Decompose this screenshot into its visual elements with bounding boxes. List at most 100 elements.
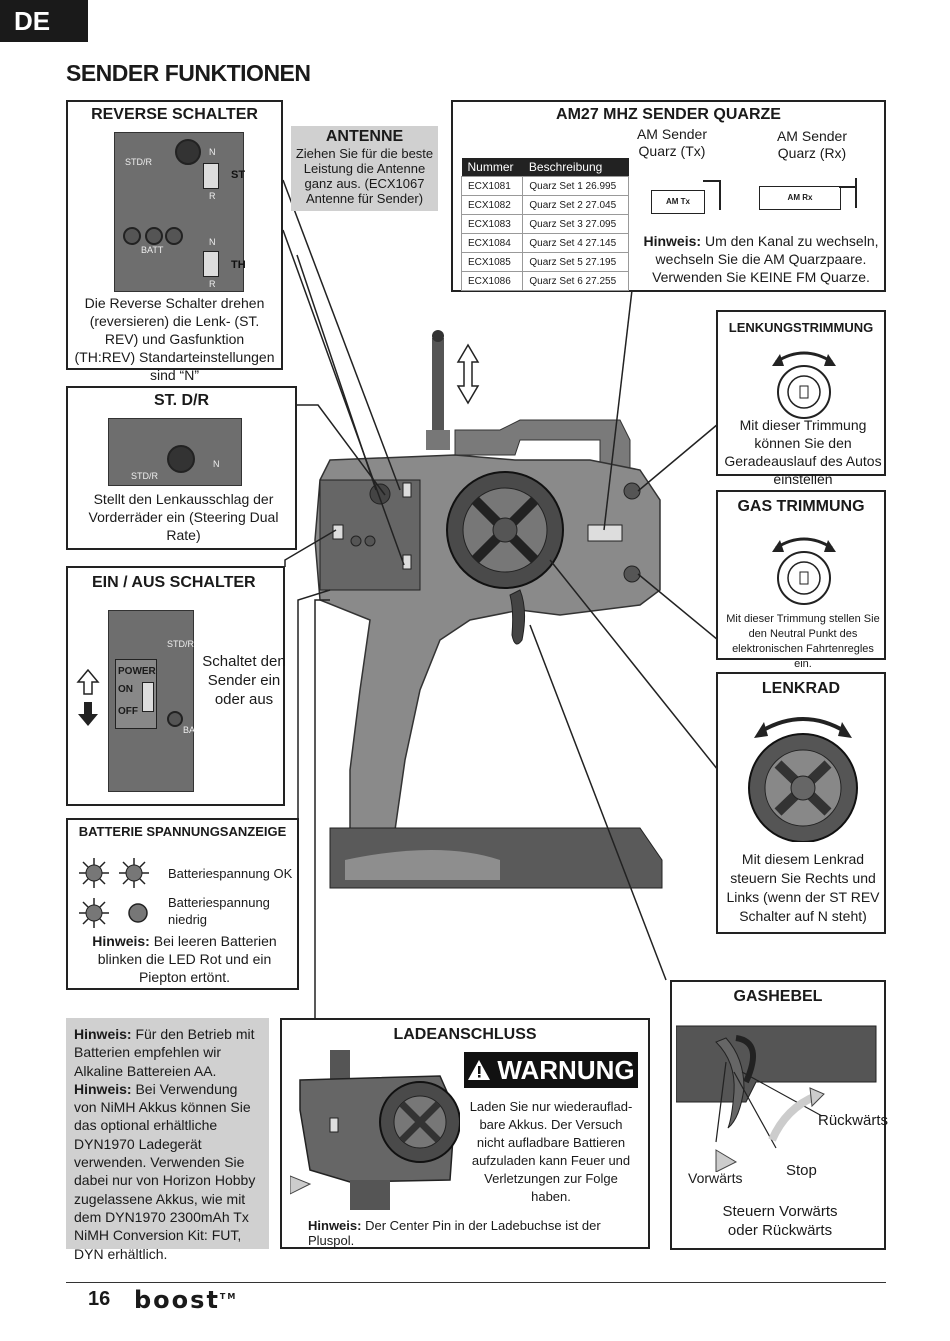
- hint-label: Hinweis:: [92, 933, 150, 949]
- warning-text: Laden Sie nur wiederauflad-bare Akkus. D…: [469, 1099, 633, 1204]
- battery-indicator-title: BATTERIE SPANNUNGSANZEIGE: [78, 824, 287, 839]
- table-cell: Quarz Set 4 27.145: [522, 233, 629, 253]
- rx-crystal-icon: AM Rx: [759, 186, 841, 210]
- hint-text: Bei leeren Batterien blinken die LED Rot…: [97, 933, 277, 985]
- brand-name: boost: [134, 1286, 220, 1314]
- antenna-title: ANTENNE: [325, 128, 404, 145]
- crystal-pin-icon: [855, 178, 857, 208]
- reverse-switch-box: REVERSE SCHALTER STD/R N ST R BATT N TH …: [66, 100, 283, 383]
- trademark: TM: [219, 1292, 238, 1301]
- dual-rate-box: ST. D/R STD/R N Stellt den Lenkausschlag…: [66, 386, 297, 550]
- tx-crystal-label: AM Tx: [666, 197, 690, 206]
- page-title: SENDER FUNKTIONEN: [66, 60, 311, 86]
- table-cell: Quarz Set 3 27.095: [522, 214, 629, 234]
- throttle-trigger-title: GASHEBEL: [733, 988, 823, 1005]
- rx-crystal-label: AM Rx: [787, 193, 813, 202]
- trigger-illustration: [676, 1025, 877, 1172]
- table-header: Nummer: [461, 158, 523, 177]
- power-switch[interactable]: [142, 682, 154, 712]
- power-switch-caption: Schaltet den Sender ein oder aus: [202, 653, 286, 708]
- table-cell: Quarz Set 5 27.195: [522, 252, 629, 272]
- steering-wheel-title: LENKRAD: [761, 680, 841, 697]
- power-switch-title: EIN / AUS SCHALTER: [92, 574, 256, 591]
- panel-label: STD/R: [167, 639, 194, 649]
- reverse-label: Rückwärts: [818, 1112, 889, 1129]
- crystal-hint: Hinweis: Um den Kanal zu wechseln, wechs…: [643, 232, 879, 286]
- table-cell: ECX1082: [460, 195, 524, 215]
- dual-rate-title: ST. D/R: [153, 392, 210, 409]
- battery-indicator-box: BATTERIE SPANNUNGSANZEIGE Batteriespannu…: [66, 818, 299, 990]
- panel-label: ST: [231, 169, 246, 181]
- stop-label: Stop: [786, 1162, 817, 1179]
- power-switch-housing: POWER ON OFF: [115, 659, 157, 729]
- reverse-switch-th[interactable]: [203, 251, 219, 277]
- table-cell: Quarz Set 2 27.045: [522, 195, 629, 215]
- forward-label: Vorwärts: [688, 1170, 743, 1186]
- power-switch-panel: STD/R POWER ON OFF BA: [108, 610, 196, 792]
- antenna-box: ANTENNE Ziehen Sie für die beste Leistun…: [291, 126, 438, 211]
- hint-text: Für den Betrieb mit Batterien empfehlen …: [74, 1026, 255, 1079]
- table-cell: Quarz Set 1 26.995: [522, 176, 629, 196]
- battery-hint-box: Hinweis: Für den Betrieb mit Batterien e…: [66, 1018, 269, 1262]
- led-icon: [123, 227, 141, 245]
- warning-badge: WARNUNG: [464, 1052, 638, 1088]
- panel-label: N: [213, 459, 220, 469]
- warning-label: WARNUNG: [497, 1054, 635, 1085]
- footer-divider: [66, 1282, 886, 1283]
- antenna-text: Ziehen Sie für die beste Leistung die An…: [295, 146, 434, 206]
- panel-label: POWER: [118, 666, 156, 677]
- dial-icon: [175, 139, 201, 165]
- panel-label: BA: [183, 725, 196, 735]
- reverse-switch-st[interactable]: [203, 163, 219, 189]
- crystal-pin-icon: [703, 180, 721, 182]
- battery-hint-p2: Hinweis: Bei Verwendung von NiMH Akkus k…: [74, 1080, 261, 1263]
- dual-rate-caption: Stellt den Lenkausschlag der Vorderräder…: [88, 491, 279, 543]
- hint-text: Der Center Pin in der Ladebuchse ist der…: [308, 1218, 601, 1248]
- tx-crystal-icon: AM Tx: [651, 190, 705, 214]
- throttle-trim-caption: Mit dieser Trimmung stellen Sie den Neut…: [726, 613, 880, 670]
- battery-low-label: Batteriespannung niedrig: [168, 895, 270, 927]
- steering-wheel-icon: [748, 717, 858, 842]
- crystal-title: AM27 MHZ SENDER QUARZE: [556, 106, 781, 123]
- hint-label: Hinweis:: [308, 1218, 362, 1233]
- panel-label: N: [209, 237, 216, 247]
- hint-label: Hinweis:: [74, 1026, 132, 1042]
- warning-icon: [468, 1060, 491, 1080]
- panel-label: ON: [118, 684, 133, 695]
- steering-trim-title: LENKUNGSTRIMMUNG: [728, 320, 874, 335]
- throttle-trim-title: GAS TRIMMUNG: [737, 498, 865, 515]
- table-header: Beschreibung: [522, 158, 629, 177]
- panel-label: BATT: [141, 245, 164, 255]
- reverse-switch-panel: STD/R N ST R BATT N TH R: [114, 132, 246, 292]
- trim-knob-icon: [772, 537, 836, 605]
- up-down-arrow-icon: [76, 668, 100, 726]
- rx-label: AM Sender Quarz (Rx): [776, 128, 848, 161]
- hint-text: Bei Verwendung von NiMH Akkus können Sie…: [74, 1080, 256, 1262]
- battery-hint: Hinweis: Bei leeren Batterien blinken di…: [80, 932, 289, 986]
- panel-label: R: [209, 279, 216, 289]
- steering-wheel-caption: Mit diesem Lenkrad steuern Sie Rechts un…: [726, 851, 880, 924]
- panel-label: OFF: [118, 706, 138, 717]
- charge-port-title: LADEANSCHLUSS: [393, 1026, 537, 1043]
- battery-led-icons: [79, 858, 149, 928]
- charge-port-box: LADEANSCHLUSS WARNUNG Laden Sie nur wied…: [280, 1018, 650, 1249]
- table-cell: ECX1083: [460, 214, 524, 234]
- steering-trim-box: LENKUNGSTRIMMUNG Mit dieser Trimmung kön…: [716, 310, 886, 487]
- crystal-box: AM27 MHZ SENDER QUARZE AM Sender Quarz (…: [451, 100, 886, 292]
- throttle-trim-box: GAS TRIMMUNG Mit dieser Trimmung stellen…: [716, 490, 886, 670]
- panel-label: STD/R: [125, 157, 152, 167]
- led-icon: [145, 227, 163, 245]
- page-number: 16: [88, 1288, 111, 1310]
- table-cell: Quarz Set 6 27.255: [522, 271, 629, 291]
- led-icon: [165, 227, 183, 245]
- trim-knob-icon: [772, 351, 836, 419]
- hint-text: Um den Kanal zu wechseln, wechseln Sie d…: [652, 233, 879, 285]
- dual-rate-panel: STD/R N: [108, 418, 242, 486]
- power-switch-box: EIN / AUS SCHALTER STD/R POWER ON OFF BA…: [66, 566, 286, 806]
- battery-ok-label: Batteriespannung OK: [168, 866, 293, 881]
- dial-icon[interactable]: [167, 445, 195, 473]
